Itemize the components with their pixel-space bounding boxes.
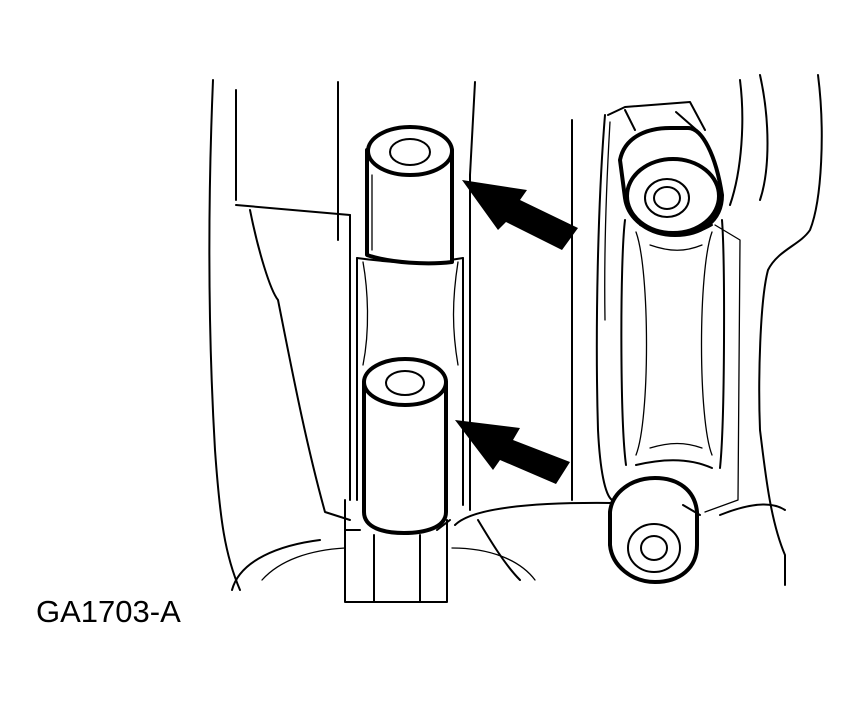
center-lower-dowel [362, 357, 448, 535]
upper-arrow-icon [462, 180, 578, 250]
lower-arrow-icon [455, 420, 570, 484]
figure-label: GA1703-A [36, 594, 181, 629]
center-upper-dowel [365, 125, 454, 266]
right-upper-dowel [618, 109, 724, 237]
engine-block-outline [208, 79, 613, 591]
right-lower-dowel [608, 476, 701, 584]
right-housing-outline [571, 74, 823, 586]
right-bearing-cap [620, 219, 726, 469]
